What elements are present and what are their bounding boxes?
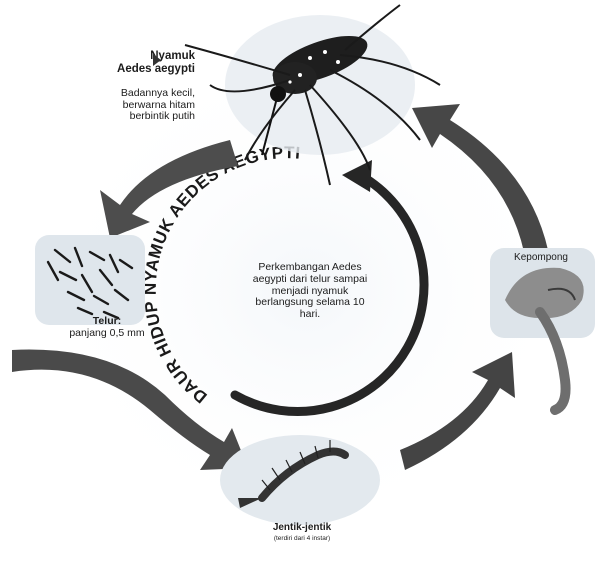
mosquito-title-line-2: Aedes aegypti xyxy=(55,63,195,76)
eggs-label-line-2: panjang 0,5 mm xyxy=(62,327,152,339)
center-line-1: Perkembangan Aedes xyxy=(225,262,395,274)
mosquito-description: Badannya kecil, berwarna hitam berbintik… xyxy=(70,88,195,123)
pupa-label: Kepompong xyxy=(496,252,586,263)
eggs-stage xyxy=(35,235,145,325)
mosquito-title-line-1: Nyamuk xyxy=(55,50,195,63)
center-description: Perkembangan Aedes aegypti dari telur sa… xyxy=(225,262,395,321)
mosquito-desc-line-1: Badannya kecil, xyxy=(70,88,195,100)
larva-stage xyxy=(220,435,380,525)
mosquito-desc-line-3: berbintik putih xyxy=(70,111,195,123)
eggs-label-line-1: Telur: xyxy=(62,315,152,327)
eggs-label: Telur: panjang 0,5 mm xyxy=(62,315,152,339)
larva-label: Jentik-jentik xyxy=(232,522,372,533)
larva-sublabel: (terdiri dari 4 instar) xyxy=(232,535,372,542)
mosquito-title: Nyamuk Aedes aegypti xyxy=(55,50,195,75)
pointer-triangle-icon xyxy=(153,54,161,66)
center-line-5: hari. xyxy=(225,309,395,321)
center-line-2: aegypti dari telur sampai xyxy=(225,274,395,286)
